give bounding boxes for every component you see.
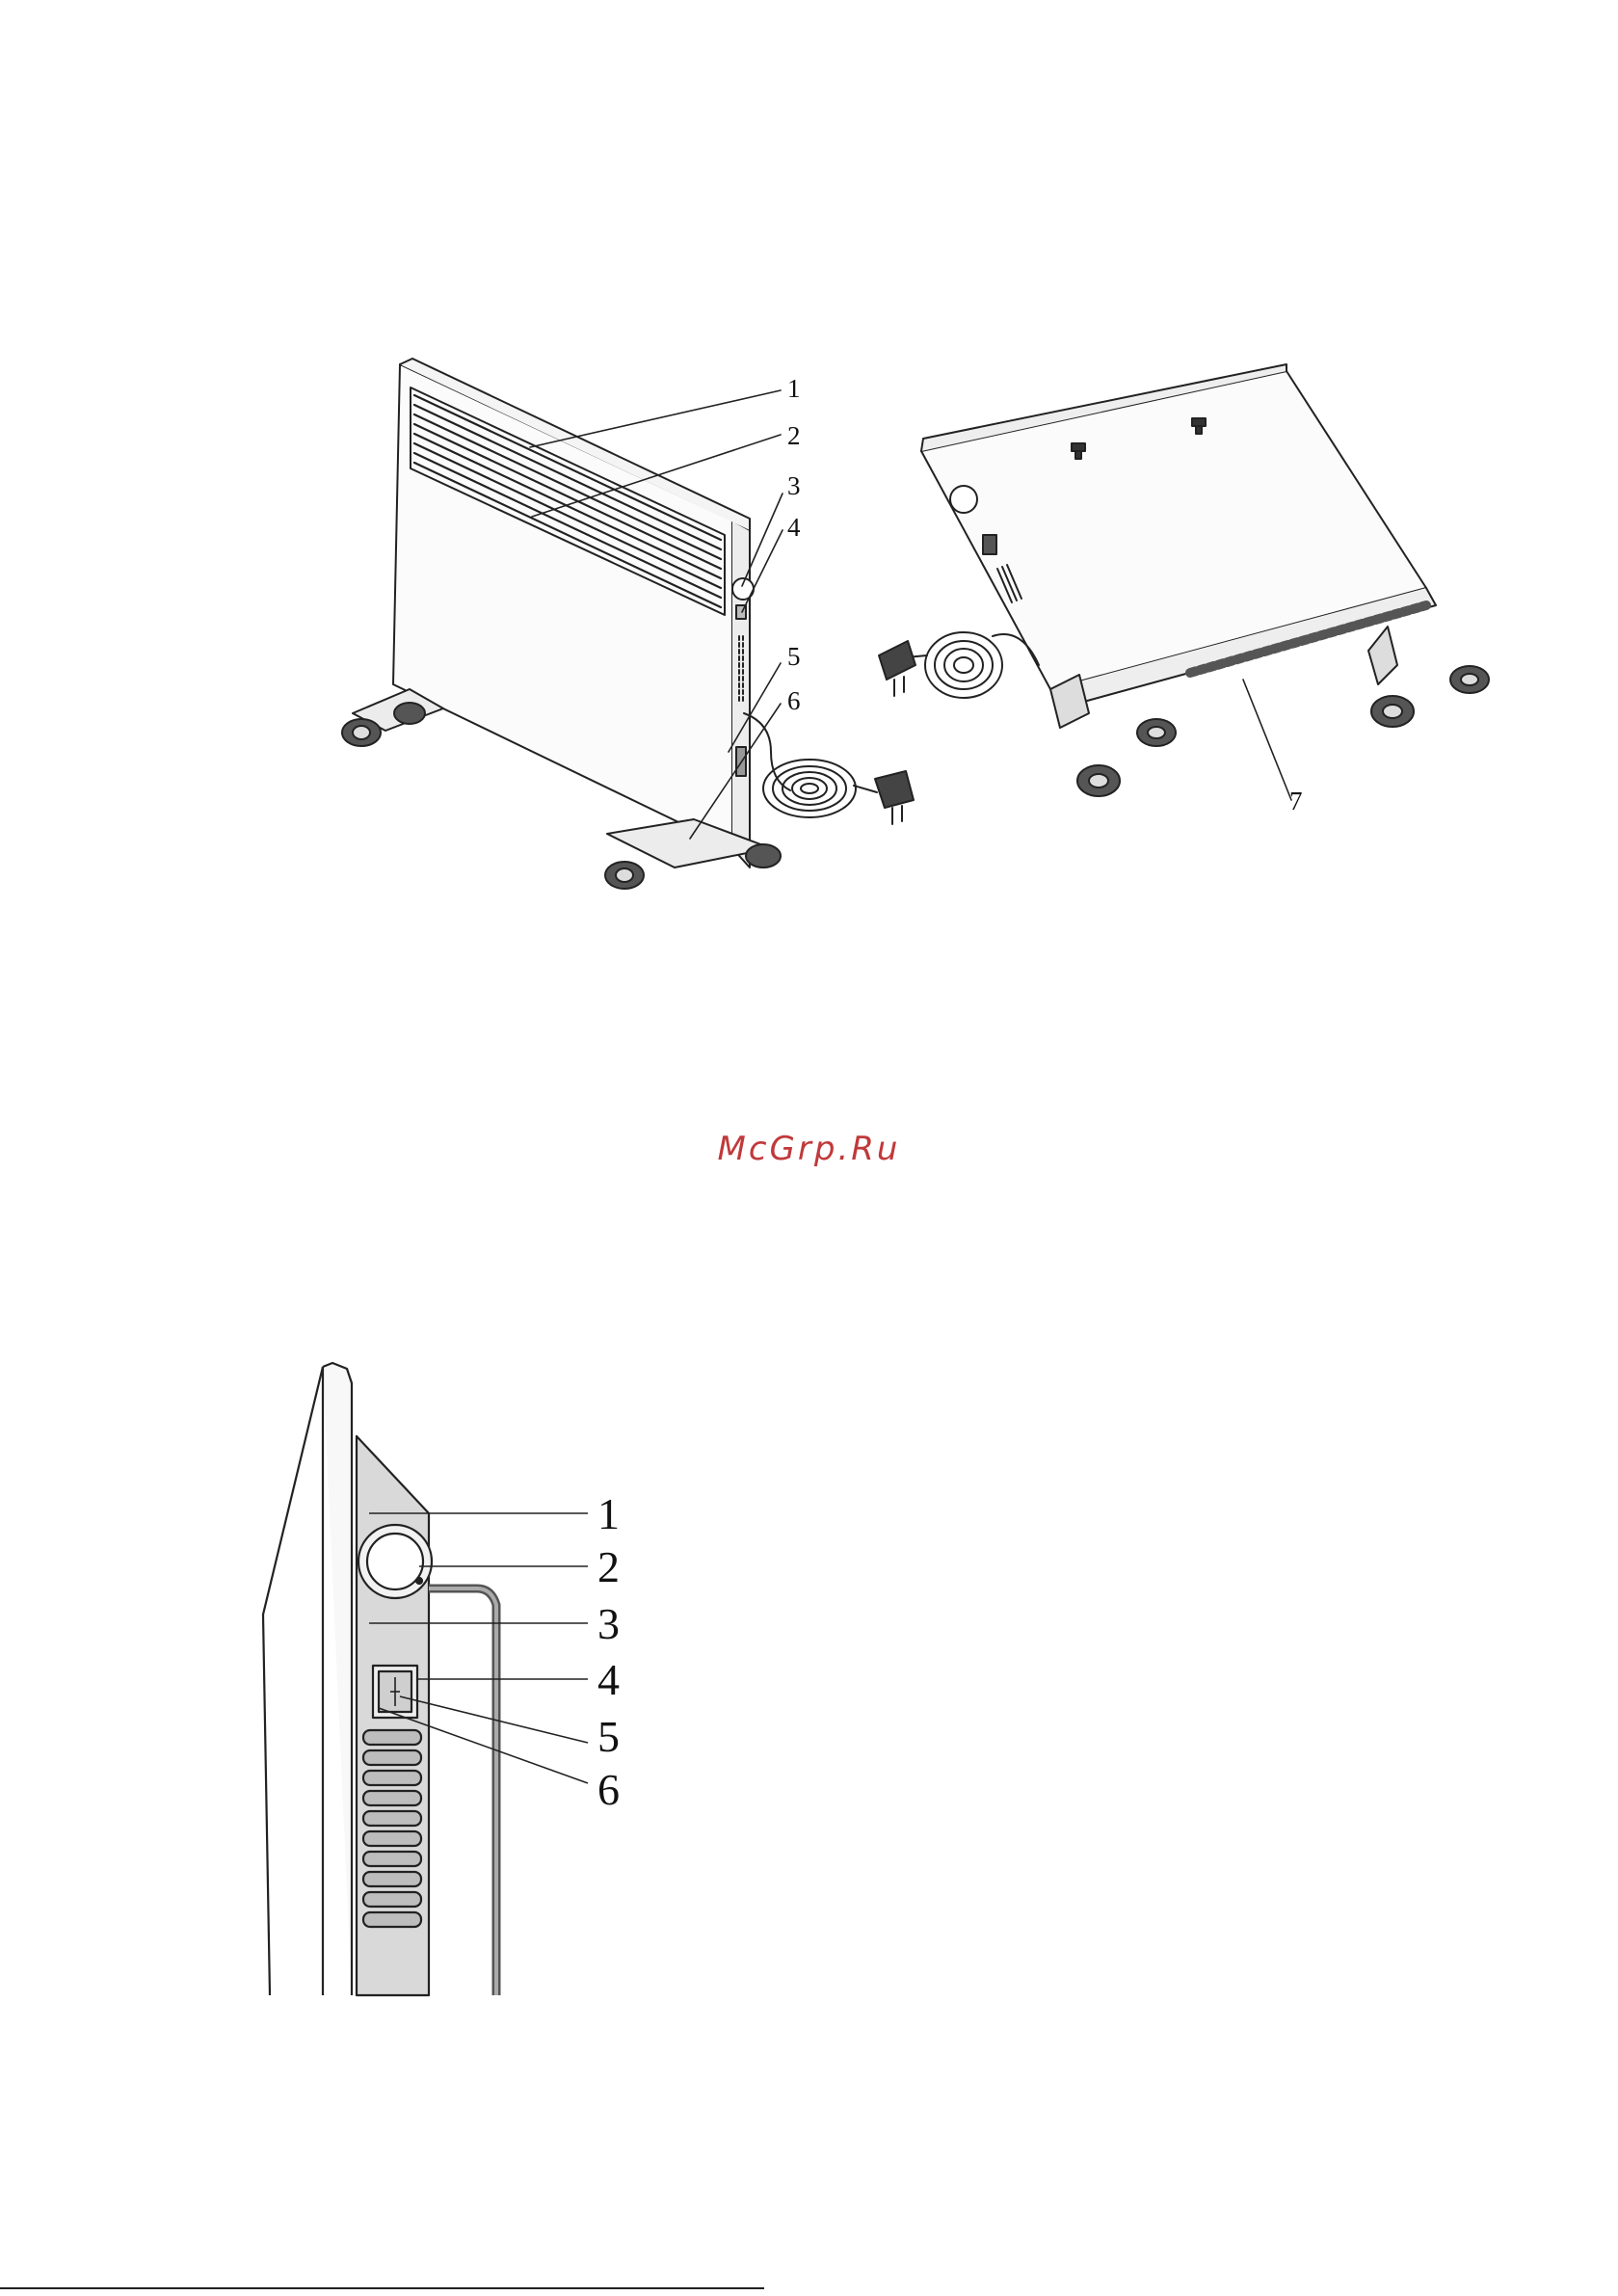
callout-4: 4 [597,1655,620,1704]
figure-heater-front-and-back: 1 2 3 4 5 6 7 [318,347,1523,916]
heater-views-drawing: 1 2 3 4 5 6 7 [318,347,1523,916]
power-cord-back [879,632,1039,698]
figure-side-control-panel: 1 2 3 4 5 6 [255,1359,660,2015]
callout-2: 2 [787,421,801,450]
callout-6: 6 [597,1765,620,1814]
callout-1: 1 [787,374,801,403]
callout-6: 6 [787,686,801,715]
heater-front-view [342,359,914,889]
footer-rule [0,2287,764,2289]
side-panel-drawing: 1 2 3 4 5 6 [255,1359,660,2015]
callout-1: 1 [597,1489,620,1538]
heater-back-view [879,364,1489,800]
power-cord-front [744,713,914,824]
power-switch [373,1666,417,1718]
callout-7: 7 [1289,787,1303,815]
thermostat-knob [358,1525,432,1598]
callout-4: 4 [787,513,801,542]
callout-3: 3 [597,1599,620,1648]
callout-5: 5 [787,642,801,671]
power-cord [429,1589,496,1995]
callout-2: 2 [597,1542,620,1591]
watermark: McGrp.Ru [0,1130,1618,1168]
side-panel-callouts: 1 2 3 4 5 6 [597,1489,620,1814]
back-leader-line [1243,680,1291,800]
outer-edge [263,1367,323,1995]
callout-3: 3 [787,471,801,500]
callout-5: 5 [597,1712,620,1761]
front-bezel [323,1363,352,1995]
